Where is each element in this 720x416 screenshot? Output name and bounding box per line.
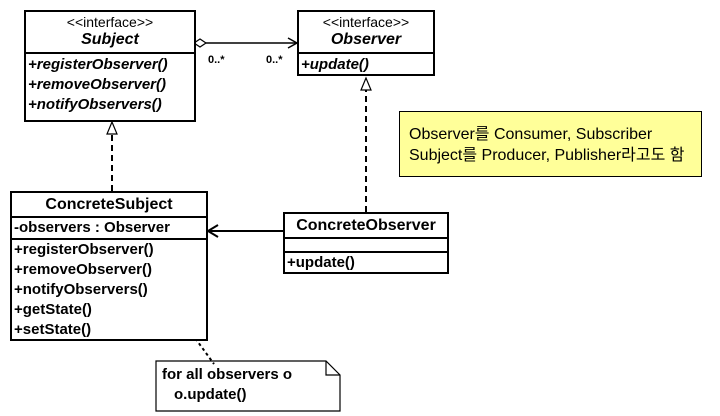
aggregation-diamond — [192, 38, 208, 48]
concrete-subject-methods: +registerObserver() +removeObserver() +n… — [12, 240, 206, 340]
realization-arrowhead-observer — [360, 76, 372, 91]
subject-multiplicity: 0..* — [208, 54, 225, 66]
subject-methods: +registerObserver() +removeObserver() +n… — [26, 54, 194, 115]
concrete-observer-box: ConcreteObserver +update() — [283, 212, 449, 274]
observer-method: +update() — [301, 56, 369, 73]
concrete-observer-header: ConcreteObserver — [285, 214, 447, 239]
concrete-observer-name: ConcreteObserver — [296, 217, 436, 234]
concrete-observer-attributes — [285, 239, 447, 253]
concrete-subject-name: ConcreteSubject — [45, 196, 173, 213]
concrete-subject-method: +registerObserver() — [14, 241, 154, 258]
subject-name: Subject — [81, 31, 139, 48]
subject-method: +removeObserver() — [28, 76, 166, 93]
subject-interface-box: <<interface>> Subject +registerObserver(… — [24, 10, 196, 122]
observer-name: Observer — [330, 31, 402, 48]
subject-header: <<interface>> Subject — [26, 12, 194, 54]
concrete-subject-method: +removeObserver() — [14, 261, 152, 278]
alias-note: Observer를 Consumer, Subscriber Subject를 … — [399, 111, 702, 177]
concrete-subject-method: +getState() — [14, 301, 92, 318]
concrete-association-arrowhead — [206, 224, 219, 238]
comment-line: o.update() — [174, 386, 247, 403]
subject-method: +registerObserver() — [28, 56, 168, 73]
comment-note-shape — [155, 360, 341, 412]
concrete-observer-methods: +update() — [285, 253, 447, 273]
concrete-observer-method: +update() — [287, 254, 355, 271]
concrete-subject-method: +notifyObservers() — [14, 281, 148, 298]
concrete-subject-method: +setState() — [14, 321, 92, 338]
observer-header: <<interface>> Observer — [299, 12, 433, 54]
comment-line: for all observers o — [162, 366, 293, 383]
observer-methods: +update() — [299, 54, 433, 75]
concrete-subject-header: ConcreteSubject — [12, 193, 206, 218]
alias-note-line: Observer를 Consumer, Subscriber — [409, 126, 653, 143]
observer-interface-box: <<interface>> Observer +update() — [297, 10, 435, 76]
observer-multiplicity: 0..* — [266, 54, 283, 66]
alias-note-line: Subject를 Producer, Publisher라고도 함 — [409, 147, 685, 164]
comment-note-fold — [325, 361, 340, 376]
subject-method: +notifyObservers() — [28, 96, 162, 113]
concrete-subject-attributes: -observers : Observer — [12, 218, 206, 240]
subject-stereotype: <<interface>> — [66, 14, 154, 30]
observer-stereotype: <<interface>> — [322, 14, 410, 30]
concrete-subject-attribute: -observers : Observer — [14, 219, 170, 236]
realization-arrowhead-subject — [106, 120, 118, 135]
concrete-subject-box: ConcreteSubject -observers : Observer +r… — [10, 191, 208, 341]
comment-note: for all observers o o.update() — [156, 361, 340, 411]
